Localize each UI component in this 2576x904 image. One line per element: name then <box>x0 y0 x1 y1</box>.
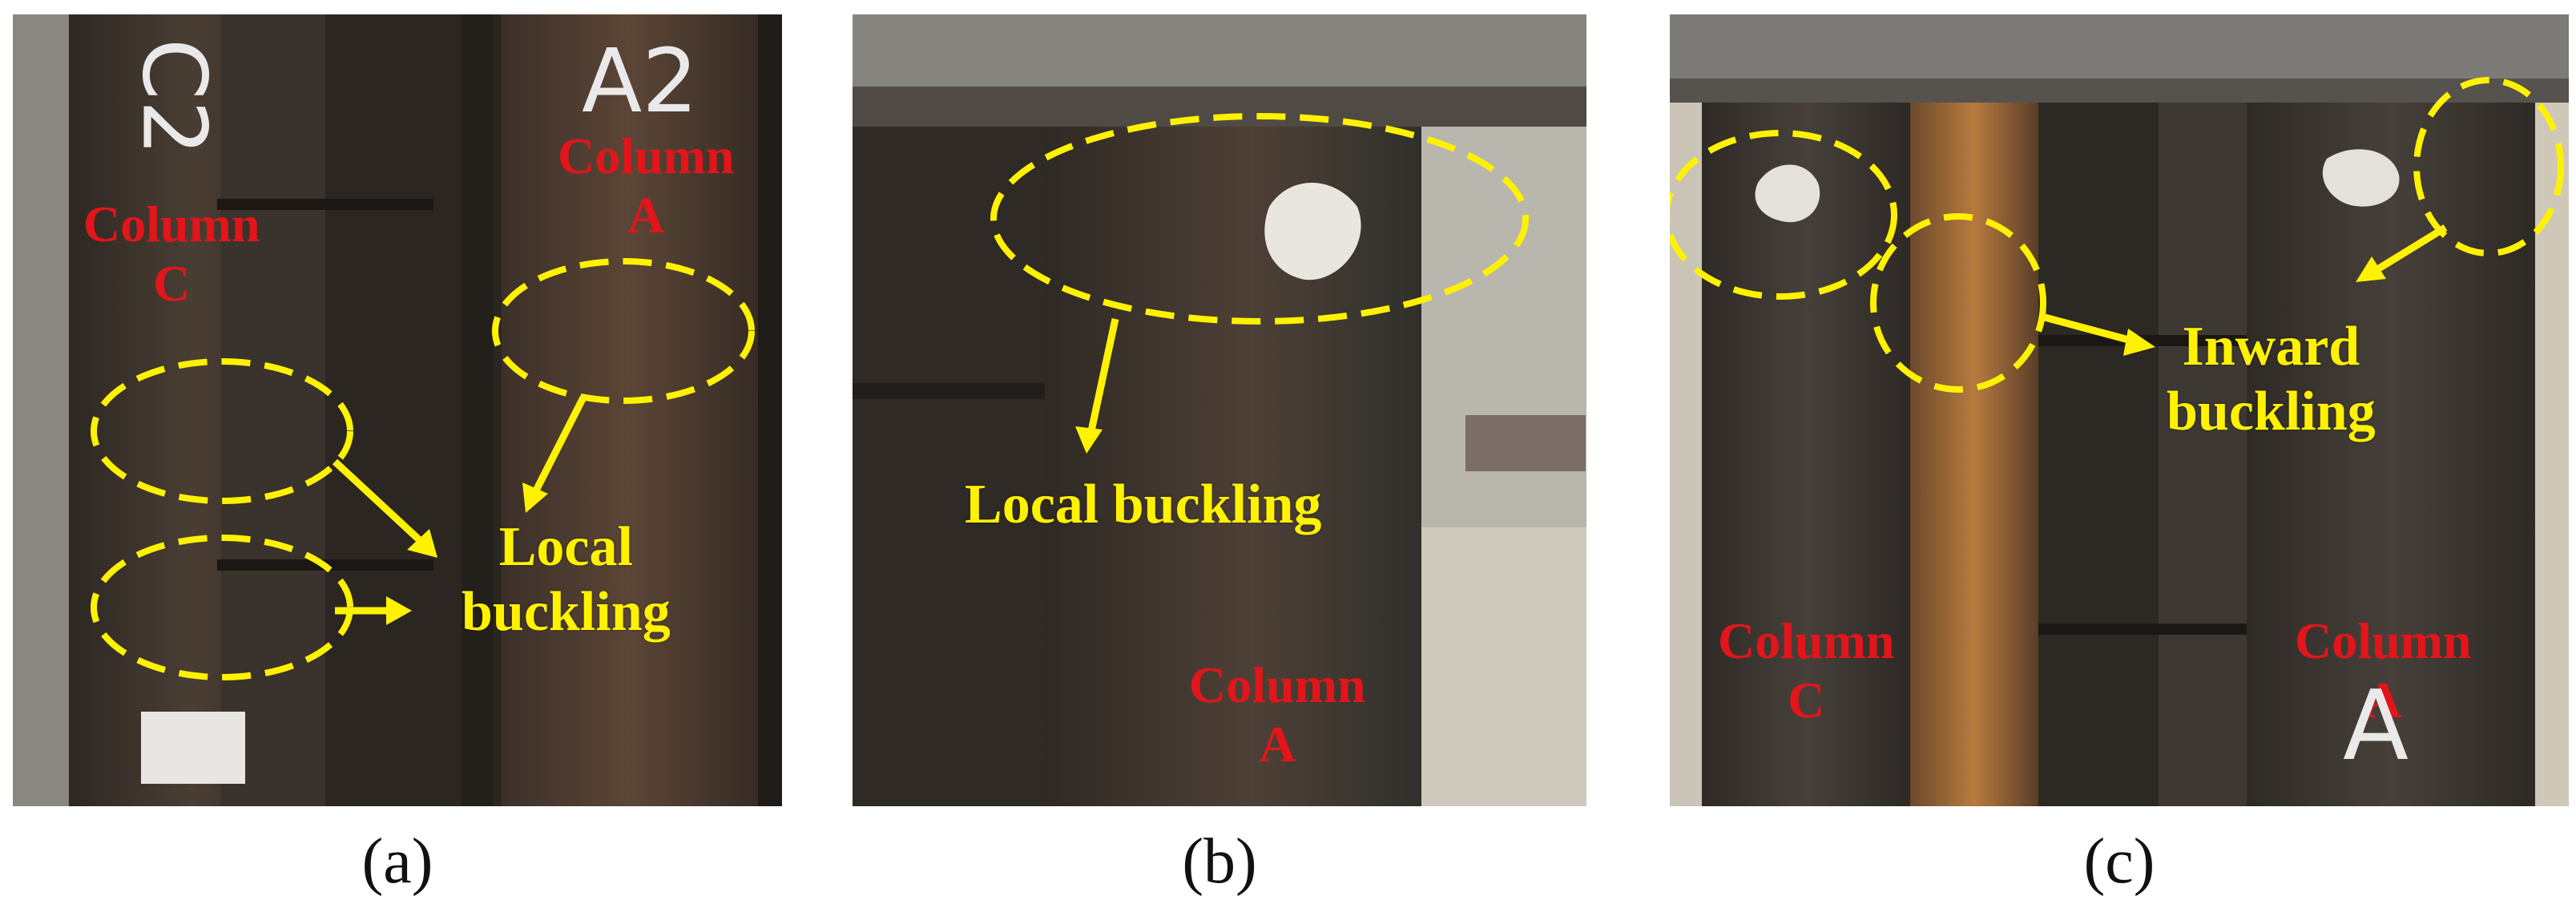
chalk-label-a: A <box>2343 671 2409 782</box>
column-a-label: Column A <box>2295 612 2472 728</box>
panel-c-photo: Inward buckling Column C Column A A <box>1670 14 2569 806</box>
caption-b: (b) <box>1182 826 1257 897</box>
local-buckling-annotation: Local buckling <box>965 474 1322 535</box>
column-c-label: Column C <box>1718 612 1895 728</box>
caption-a: (a) <box>361 826 433 897</box>
caption-c: (c) <box>2083 826 2155 897</box>
chalk-label-a2: A2 <box>582 30 699 132</box>
panel-a-photo: C2 A2 Column C Column A Local buckling <box>13 14 782 806</box>
inward-buckling-annotation: Inward buckling <box>2167 316 2376 442</box>
column-a-label: Column A <box>1189 656 1366 773</box>
column-c-label: Column C <box>83 196 260 312</box>
panel-b-photo: Local buckling Column A <box>853 14 1586 806</box>
column-a-label: Column A <box>558 127 735 244</box>
local-buckling-annotation: Local buckling <box>462 516 671 643</box>
chalk-label-c2: C2 <box>123 38 226 156</box>
